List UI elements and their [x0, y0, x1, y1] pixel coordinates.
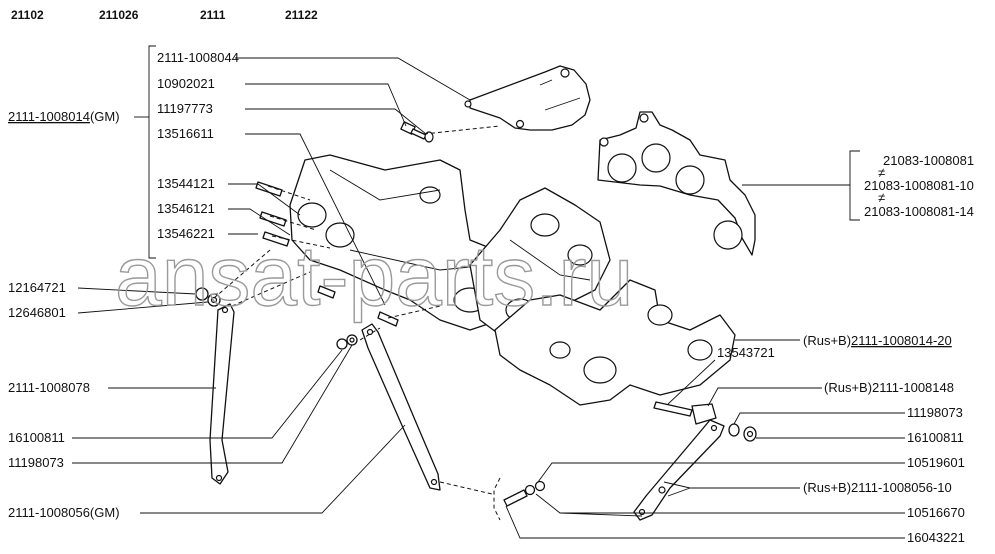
- model-2111: 2111: [200, 8, 226, 22]
- left-callout-group: 2111-1008014(GM) 2111-1008044 10902021 1…: [8, 45, 471, 306]
- heat-shield-part: [464, 65, 591, 131]
- part-21083-1008081: 21083-1008081: [883, 153, 974, 168]
- part-13546221: 13546221: [157, 226, 215, 241]
- nut-washer-left: [195, 287, 221, 307]
- part-2111-1008078: 2111-1008078: [8, 380, 90, 395]
- studs-upper: [255, 181, 399, 327]
- part-2111-1008044: 2111-1008044: [157, 50, 239, 65]
- manifold-rus-b: [494, 279, 736, 406]
- gasket-callout-group: 21083-1008081 ≠ 21083-1008081-10 ≠ 21083…: [742, 150, 974, 221]
- part-10519601: 10519601: [907, 455, 965, 470]
- bracket-bolt: [503, 480, 546, 507]
- bracket-1008078: [209, 303, 235, 485]
- nut-washer-middle: [336, 334, 358, 350]
- part-16043221: 16043221: [907, 530, 965, 545]
- exhaust-gasket: [597, 111, 756, 256]
- part-1008148: (Rus+B)2111-1008148: [824, 380, 954, 395]
- part-13546121: 13546121: [157, 201, 215, 216]
- assembly-line-2: [267, 185, 331, 249]
- heat-shield-bolt: [400, 121, 434, 143]
- part-16100811-left: 16100811: [8, 430, 65, 445]
- stud-spacer-right: [653, 401, 757, 442]
- part-11198073-right: 11198073: [907, 405, 963, 420]
- part-16100811-right: 16100811: [907, 430, 964, 445]
- assembly-rus-b-label: (Rus+B)2111-1008014-20: [803, 333, 952, 348]
- part-12646801: 12646801: [8, 305, 66, 320]
- part-13516611: 13516611: [157, 126, 214, 141]
- part-2111-1008056-gm: 2111-1008056(GM): [8, 505, 120, 520]
- part-1008056-10: (Rus+B)2111-1008056-10: [803, 480, 952, 495]
- assembly-label: 2111-1008014(GM): [8, 109, 120, 124]
- assembly-line-5: [359, 305, 441, 341]
- assembly-line-4: [439, 481, 493, 495]
- model-211026: 211026: [99, 8, 139, 22]
- watermark: ansat-parts.ru: [115, 229, 633, 323]
- part-21083-1008081-10: 21083-1008081-10: [864, 178, 974, 193]
- not-equal-note-2: ≠: [878, 190, 885, 205]
- model-21102: 21102: [11, 8, 44, 22]
- part-21083-1008081-14: 21083-1008081-14: [864, 204, 974, 219]
- assembly-line-1: [423, 125, 501, 135]
- part-11198073-left: 11198073: [8, 455, 64, 470]
- model-21122: 21122: [285, 8, 318, 22]
- part-12164721: 12164721: [8, 280, 66, 295]
- bracket-1008056-gm: [361, 323, 441, 491]
- part-13544121: 13544121: [157, 176, 215, 191]
- part-11197773: 11197773: [157, 101, 213, 116]
- part-10516670: 10516670: [907, 505, 965, 520]
- bracket-bolt-bracket: [493, 477, 501, 521]
- not-equal-note-1: ≠: [878, 165, 885, 180]
- bracket-1008056-10: [633, 419, 725, 521]
- part-13543721: 13543721: [717, 345, 775, 360]
- part-10902021: 10902021: [157, 76, 215, 91]
- assembly-line-3: [213, 249, 311, 307]
